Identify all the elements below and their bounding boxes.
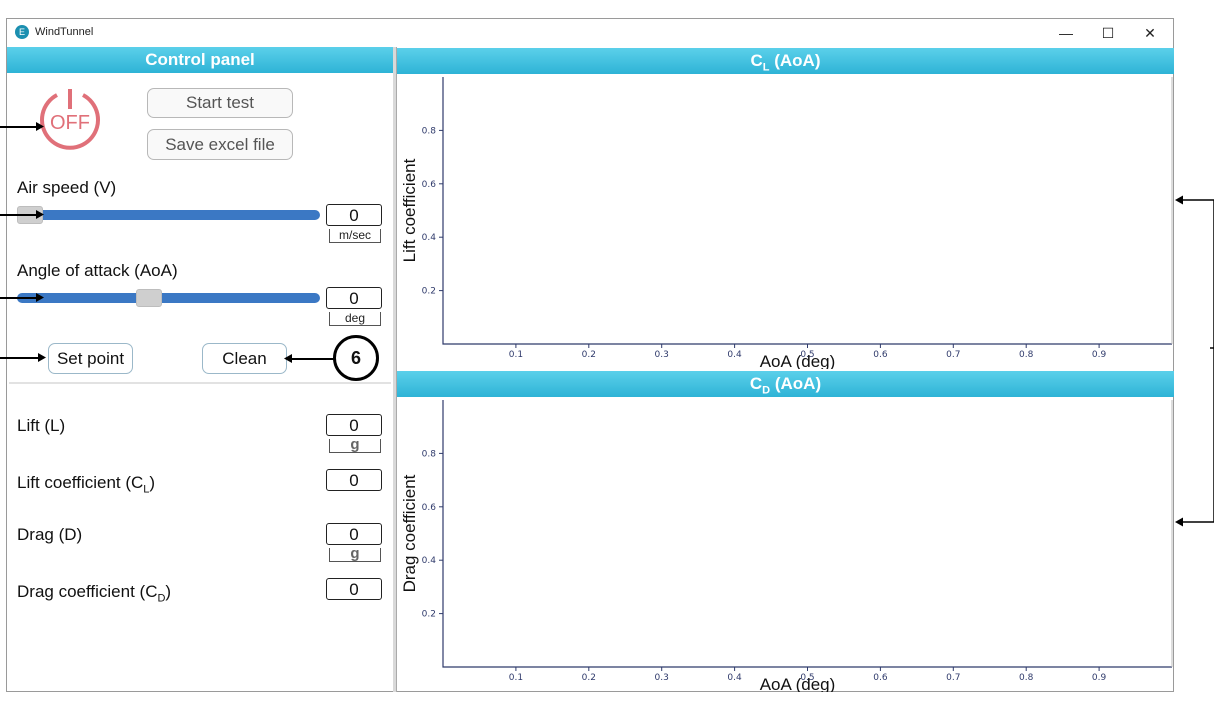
- cd-chart-y-tick-label: 0.6: [422, 503, 437, 513]
- start-test-button[interactable]: Start test: [147, 88, 293, 118]
- lift-label: Lift (L): [17, 416, 66, 435]
- window-title: WindTunnel: [35, 26, 94, 38]
- maximize-button[interactable]: ☐: [1101, 25, 1115, 41]
- cd-chart-header: CD (AoA): [397, 371, 1174, 397]
- drag-coefficient-value: 0: [326, 578, 382, 600]
- drag-coefficient-label: Drag coefficient (CD): [17, 582, 172, 605]
- control-panel: Control panel OFF Start test Save excel …: [7, 47, 394, 692]
- cd-chart-x-axis-title: AoA (deg): [760, 675, 836, 692]
- close-button[interactable]: ✕: [1144, 25, 1156, 41]
- drag-label: Drag (D): [17, 525, 83, 544]
- cl-chart-x-tick-label: 0.1: [509, 350, 523, 360]
- cd-chart-y-axis-title: Drag coefficient: [400, 474, 419, 592]
- app-icon: E: [15, 25, 29, 39]
- cd-chart-x-tick-label: 0.8: [1019, 673, 1034, 683]
- annotation-arrow-power: [0, 126, 38, 128]
- drag-unit: g: [329, 546, 381, 562]
- title-bar: E WindTunnel — ☐ ✕: [7, 19, 1173, 47]
- aoa-slider[interactable]: [17, 293, 320, 303]
- clean-button[interactable]: Clean: [202, 343, 287, 374]
- cl-chart-x-axis-title: AoA (deg): [760, 352, 836, 369]
- cl-chart-y-tick-label: 0.4: [422, 233, 437, 243]
- air-speed-label: Air speed (V): [17, 178, 117, 197]
- cd-chart-x-tick-label: 0.7: [946, 673, 960, 683]
- aoa-unit: deg: [329, 312, 381, 326]
- cl-chart-y-tick-label: 0.2: [422, 287, 436, 297]
- annotation-arrow-setpoint: [0, 357, 38, 359]
- cd-chart-y-tick-label: 0.8: [422, 449, 437, 459]
- lift-unit: g: [329, 437, 381, 453]
- aoa-slider-thumb[interactable]: [136, 289, 162, 307]
- cl-chart-x-tick-label: 0.6: [873, 350, 888, 360]
- aoa-value: 0: [326, 287, 382, 309]
- cd-chart-y-tick-label: 0.4: [422, 556, 437, 566]
- save-excel-button[interactable]: Save excel file: [147, 129, 293, 160]
- lift-coefficient-value: 0: [326, 469, 382, 491]
- cd-chart-x-tick-label: 0.9: [1092, 673, 1107, 683]
- aoa-label: Angle of attack (AoA): [17, 261, 178, 280]
- power-button[interactable]: OFF: [37, 85, 103, 151]
- cl-chart-x-tick-label: 0.9: [1092, 350, 1107, 360]
- cl-chart-x-tick-label: 0.2: [582, 350, 596, 360]
- annotation-number-badge: 6: [333, 335, 379, 381]
- cl-chart-x-tick-label: 0.5: [800, 350, 814, 360]
- minimize-button[interactable]: —: [1059, 25, 1073, 41]
- cd-chart-y-tick-label: 0.2: [422, 610, 436, 620]
- annotation-arrow-clean: [290, 358, 334, 360]
- cd-chart-x-tick-label: 0.4: [727, 673, 742, 683]
- cd-chart-x-tick-label: 0.3: [655, 673, 669, 683]
- cd-chart-axes: [442, 400, 1172, 668]
- cd-chart-x-tick-label: 0.1: [509, 673, 523, 683]
- cd-chart-x-tick-label: 0.5: [800, 673, 814, 683]
- cl-chart-y-tick-label: 0.6: [422, 180, 437, 190]
- panel-splitter[interactable]: [393, 47, 397, 692]
- air-speed-unit: m/sec: [329, 229, 381, 243]
- air-speed-value: 0: [326, 204, 382, 226]
- cl-chart-x-tick-label: 0.8: [1019, 350, 1034, 360]
- cl-chart-x-tick-label: 0.3: [655, 350, 669, 360]
- power-icon: OFF: [40, 89, 100, 150]
- control-panel-header: Control panel: [7, 47, 393, 73]
- cd-chart-x-tick-label: 0.2: [582, 673, 596, 683]
- drag-value: 0: [326, 523, 382, 545]
- cl-chart-axes: [442, 77, 1172, 345]
- lift-value: 0: [326, 414, 382, 436]
- power-label: OFF: [50, 112, 90, 134]
- cd-chart-x-tick-label: 0.6: [873, 673, 888, 683]
- annotation-arrow-aoa: [0, 297, 38, 299]
- cl-chart-y-axis-title: Lift coefficient: [400, 158, 419, 262]
- app-window: E WindTunnel — ☐ ✕ Control panel OFF Sta…: [6, 18, 1174, 692]
- cl-chart-x-tick-label: 0.4: [727, 350, 742, 360]
- set-point-button[interactable]: Set point: [48, 343, 133, 374]
- cl-chart-y-tick-label: 0.8: [422, 126, 437, 136]
- lift-coefficient-label: Lift coefficient (CL): [17, 473, 156, 496]
- annotation-arrow-airspeed: [0, 214, 38, 216]
- cl-chart-x-tick-label: 0.7: [946, 350, 960, 360]
- cl-chart-header: CL (AoA): [397, 48, 1174, 74]
- section-divider: [9, 382, 391, 384]
- air-speed-slider[interactable]: [17, 210, 320, 220]
